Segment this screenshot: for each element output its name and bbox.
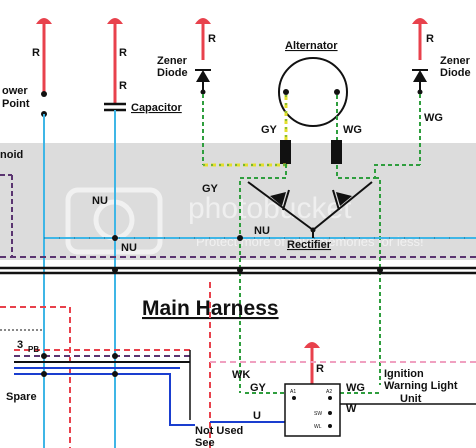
- nu-label-rectifier: NU: [254, 225, 270, 237]
- unit-terminal-sw: SW: [314, 411, 322, 417]
- capacitor-symbol: [104, 102, 126, 448]
- r-label-capacitor-2: R: [119, 80, 127, 92]
- pb-number: 3: [17, 339, 23, 351]
- alternator-leads: [280, 95, 342, 164]
- capacitor-label: Capacitor: [131, 102, 182, 114]
- main-harness-title: Main Harness: [142, 297, 279, 320]
- gy-label-unit: GY: [250, 382, 267, 394]
- zener-right-label-1: Zener: [440, 55, 471, 67]
- u-label: U: [253, 410, 261, 422]
- wg-label-right: WG: [424, 112, 443, 124]
- wg-label-unit: WG: [346, 382, 365, 394]
- wg-label-alternator: WG: [343, 124, 362, 136]
- r-label-power: R: [32, 47, 40, 59]
- wk-label: WK: [232, 369, 250, 381]
- ignition-warning-unit: [284, 383, 341, 437]
- ignition-label-1: Ignition: [384, 368, 424, 380]
- r-label-unit: R: [316, 363, 324, 375]
- ignition-label-3: Unit: [400, 393, 422, 405]
- zener-left-label-1: Zener: [157, 55, 188, 67]
- r-feeds: [36, 18, 428, 384]
- w-label: W: [346, 403, 357, 415]
- solenoid-label: noid: [0, 149, 23, 161]
- pb-label: PB: [28, 345, 39, 354]
- zener-diode-right: [412, 69, 428, 165]
- nu-label-upper: NU: [92, 195, 108, 207]
- red-dashed-box: [0, 306, 71, 448]
- main-harness-lines: [0, 256, 476, 275]
- nu-bus: [44, 230, 476, 241]
- gy-label-alternator: GY: [261, 124, 278, 136]
- power-point-label-1: ower: [2, 85, 28, 97]
- r-label-capacitor-1: R: [119, 47, 127, 59]
- r-label-zener-right: R: [426, 33, 434, 45]
- r-label-zener-left: R: [208, 33, 216, 45]
- unit-terminal-a2: A2: [326, 389, 332, 395]
- nu-label-lower: NU: [121, 242, 137, 254]
- zener-left-label-2: Diode: [157, 67, 188, 79]
- unit-terminal-wl: WL: [314, 424, 322, 430]
- spare-label: Spare: [6, 391, 37, 403]
- zener-diode-left: [195, 69, 211, 165]
- ignition-label-2: Warning Light: [384, 380, 458, 392]
- unit-terminal-a1: A1: [290, 389, 296, 395]
- left-bundle-wires: [14, 282, 211, 448]
- power-point-label-2: Point: [2, 98, 30, 110]
- alternator-symbol: [278, 57, 348, 127]
- watermark-text: photobucket: [188, 192, 352, 225]
- wg-wire: [336, 164, 420, 385]
- alternator-label: Alternator: [285, 40, 338, 52]
- not-used-label: Not Used: [195, 425, 243, 437]
- rectifier-symbol: [247, 181, 373, 233]
- gy-label-left: GY: [202, 183, 219, 195]
- zener-right-label-2: Diode: [440, 67, 471, 79]
- rectifier-label: Rectifier: [287, 239, 332, 251]
- power-point-switch: [41, 91, 47, 448]
- unit-feed-wires: [210, 392, 476, 423]
- gray-band: [0, 143, 476, 260]
- see-label: See: [195, 437, 215, 448]
